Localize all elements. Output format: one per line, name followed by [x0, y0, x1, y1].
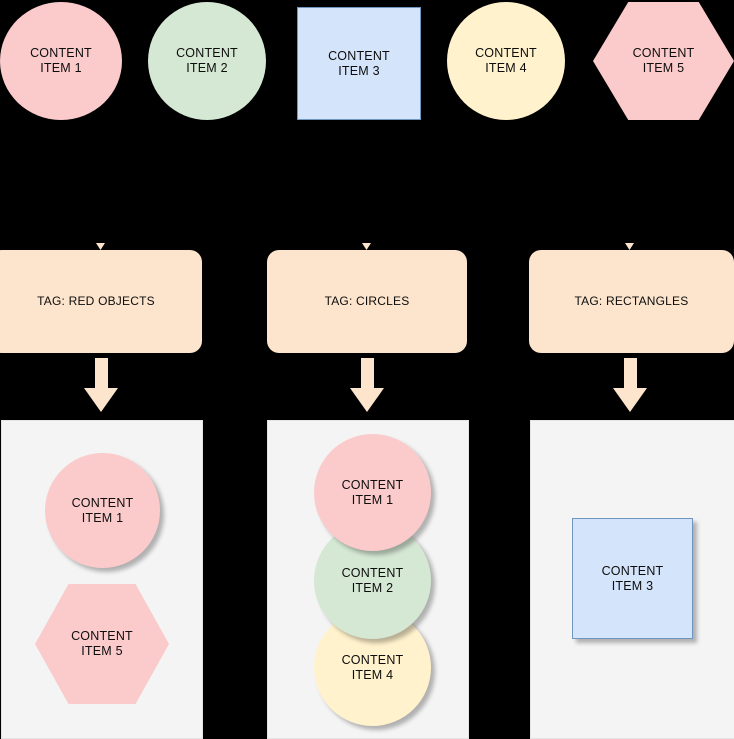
- source-item-4-line1: CONTENT: [475, 46, 537, 60]
- source-item-1-label: CONTENT ITEM 1: [0, 2, 122, 120]
- group-circles-container: CONTENT ITEM 1 CONTENT ITEM 2 CONTENT IT…: [267, 420, 469, 739]
- tag-circles-label: TAG: CIRCLES: [324, 294, 410, 308]
- source-item-5-line2: ITEM 5: [642, 61, 685, 75]
- group3-item-3[interactable]: CONTENT ITEM 3: [572, 518, 693, 639]
- group3-item-3-label: CONTENT ITEM 3: [573, 519, 692, 638]
- source-item-4-line2: ITEM 4: [485, 61, 527, 75]
- group1-item-1-line2: ITEM 1: [81, 510, 124, 525]
- tag-connector-tip-1: [96, 243, 105, 250]
- group1-item-1-label: CONTENT ITEM 1: [45, 453, 160, 568]
- group2-item-4-line2: ITEM 4: [351, 667, 394, 682]
- group3-item-3-line2: ITEM 3: [611, 578, 654, 593]
- source-item-1[interactable]: CONTENT ITEM 1: [0, 2, 122, 120]
- tag-connector-tip-3: [625, 243, 634, 250]
- group2-item-2-line2: ITEM 2: [351, 580, 394, 595]
- group2-item-1-label: CONTENT ITEM 1: [314, 434, 431, 551]
- group2-item-2-line1: CONTENT: [341, 565, 404, 580]
- tag-rectangles-label: TAG: RECTANGLES: [574, 294, 689, 308]
- source-item-5[interactable]: CONTENT ITEM 5: [593, 2, 734, 120]
- arrow-tag-to-group-1: [84, 358, 118, 412]
- arrow-3-stem: [624, 358, 637, 390]
- group3-item-3-line1: CONTENT: [601, 563, 664, 578]
- group-rectangles-container: CONTENT ITEM 3: [530, 420, 734, 739]
- source-item-5-line1: CONTENT: [632, 46, 695, 60]
- source-item-5-label: CONTENT ITEM 5: [593, 2, 734, 120]
- source-item-3[interactable]: CONTENT ITEM 3: [297, 7, 421, 120]
- source-item-4[interactable]: CONTENT ITEM 4: [447, 2, 565, 120]
- source-item-2-line2: ITEM 2: [186, 61, 228, 75]
- tag-circles[interactable]: TAG: CIRCLES: [267, 250, 467, 353]
- group2-item-1-line1: CONTENT: [341, 477, 404, 492]
- source-item-4-label: CONTENT ITEM 4: [447, 2, 565, 120]
- tag-red-objects-label: TAG: RED OBJECTS: [37, 294, 155, 308]
- tag-rectangles[interactable]: TAG: RECTANGLES: [529, 250, 734, 353]
- source-item-1-line2: ITEM 1: [40, 61, 82, 75]
- tag-red-objects[interactable]: TAG: RED OBJECTS: [0, 250, 202, 353]
- source-item-2-label: CONTENT ITEM 2: [148, 2, 266, 120]
- group2-item-1-line2: ITEM 1: [351, 492, 394, 507]
- group1-item-1[interactable]: CONTENT ITEM 1: [45, 453, 160, 568]
- arrow-2-stem: [361, 358, 374, 390]
- group1-item-1-line1: CONTENT: [71, 495, 134, 510]
- group1-item-5-line2: ITEM 5: [81, 644, 123, 658]
- arrow-3-head: [613, 388, 647, 412]
- source-item-3-line2: ITEM 3: [338, 63, 380, 78]
- source-item-2-line1: CONTENT: [176, 46, 238, 60]
- source-item-3-line1: CONTENT: [328, 48, 390, 63]
- arrow-tag-to-group-3: [613, 358, 647, 412]
- arrow-2-head: [350, 388, 384, 412]
- group1-item-5[interactable]: CONTENT ITEM 5: [35, 584, 169, 704]
- source-item-3-label: CONTENT ITEM 3: [298, 8, 420, 119]
- group1-item-5-line1: CONTENT: [71, 629, 133, 643]
- tag-connector-tip-2: [362, 243, 371, 250]
- arrow-1-stem: [95, 358, 108, 390]
- group2-item-4-line1: CONTENT: [341, 652, 404, 667]
- group2-item-1[interactable]: CONTENT ITEM 1: [314, 434, 431, 551]
- source-item-1-line1: CONTENT: [30, 46, 92, 60]
- arrow-1-head: [84, 388, 118, 412]
- arrow-tag-to-group-2: [350, 358, 384, 412]
- source-item-2[interactable]: CONTENT ITEM 2: [148, 2, 266, 120]
- group1-item-5-label: CONTENT ITEM 5: [35, 584, 169, 704]
- group-red-objects-container: CONTENT ITEM 1 CONTENT ITEM 5: [1, 420, 203, 739]
